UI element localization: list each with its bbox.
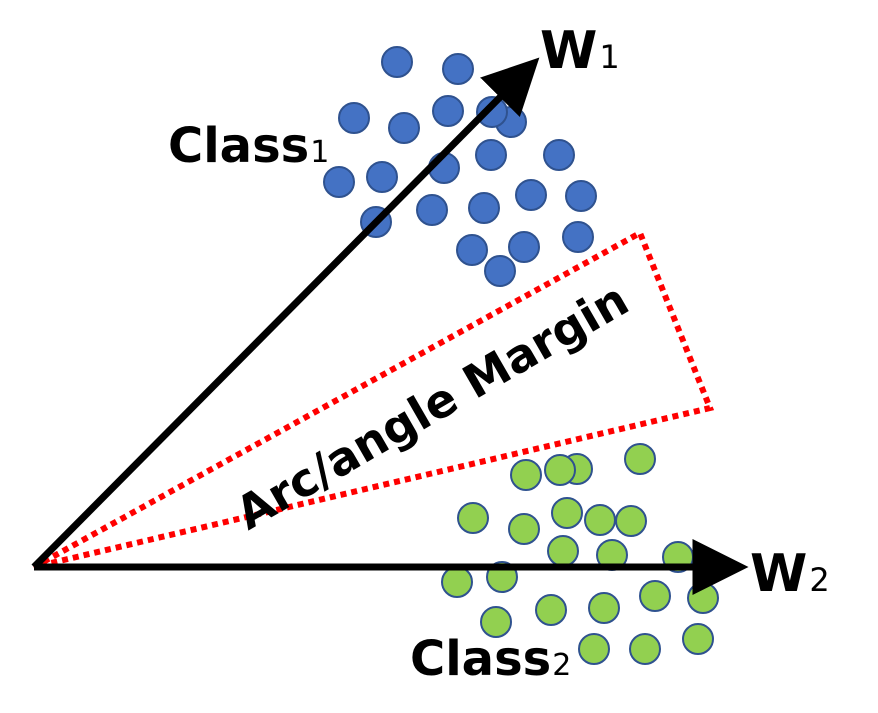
- class2-point-13: [480, 606, 512, 638]
- class1-point-13: [565, 180, 597, 212]
- w2-label-base: W: [750, 544, 807, 604]
- class1-point-15: [416, 194, 448, 226]
- class1-point-5: [388, 112, 420, 144]
- class1-point-2: [442, 53, 474, 85]
- class2-point-15: [588, 592, 620, 624]
- class2-label-base: Class: [410, 631, 551, 687]
- class1-point-17: [456, 234, 488, 266]
- w2-label: W2: [750, 544, 830, 604]
- class2-point-1: [510, 459, 542, 491]
- class1-point-8: [543, 139, 575, 171]
- w1-label: W1: [540, 21, 620, 81]
- class2-point-6: [551, 497, 583, 529]
- class2-point-5: [508, 513, 540, 545]
- class1-point-7: [475, 139, 507, 171]
- class2-point-20: [682, 623, 714, 655]
- class2-point-21: [584, 504, 616, 536]
- w2-label-subscript: 2: [809, 561, 829, 599]
- class1-point-1: [381, 46, 413, 78]
- w1-label-base: W: [540, 21, 597, 81]
- class2-point-17: [687, 582, 719, 614]
- class1-point-4: [432, 95, 464, 127]
- angle-margin-wedge: [32, 228, 715, 570]
- class2-point-7: [615, 505, 647, 537]
- class2-point-8: [547, 535, 579, 567]
- class2-point-4: [457, 502, 489, 534]
- class-1-points: [323, 46, 597, 287]
- w1-vector-arrow: [31, 57, 540, 570]
- class1-point-19: [562, 221, 594, 253]
- class1-label-subscript: 1: [310, 135, 329, 170]
- class2-label: Class2: [410, 631, 571, 687]
- class1-point-10: [366, 161, 398, 193]
- class1-point-20: [484, 255, 516, 287]
- class1-point-16: [468, 192, 500, 224]
- class1-point-9: [323, 166, 355, 198]
- class2-point-16: [639, 580, 671, 612]
- class1-point-3: [338, 102, 370, 134]
- class2-point-14: [535, 594, 567, 626]
- class2-point-3: [624, 443, 656, 475]
- class2-point-11: [441, 566, 473, 598]
- class1-point-12: [515, 179, 547, 211]
- w1-label-subscript: 1: [599, 38, 619, 76]
- class2-point-22: [544, 454, 576, 486]
- class1-label: Class1: [168, 118, 329, 174]
- class1-point-18: [508, 231, 540, 263]
- class2-label-subscript: 2: [552, 648, 571, 683]
- class2-point-18: [578, 633, 610, 665]
- class1-label-base: Class: [168, 118, 309, 174]
- class2-point-19: [629, 633, 661, 665]
